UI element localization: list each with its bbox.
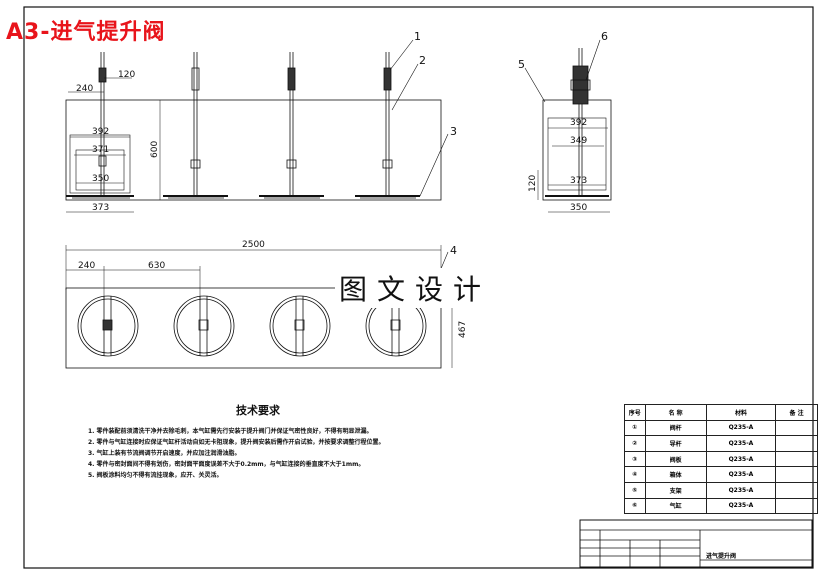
side-view <box>537 48 612 213</box>
table-cell: Q235-A <box>705 466 777 483</box>
dim-front-240: 240 <box>76 84 93 94</box>
poppet-assembly-1 <box>66 52 134 199</box>
balloon-5: 5 <box>518 58 525 71</box>
table-cell <box>775 481 818 499</box>
balloon-4: 4 <box>450 244 457 257</box>
poppet-assembly-3 <box>259 52 324 199</box>
balloon-2: 2 <box>419 54 426 67</box>
plan-port-2 <box>173 295 235 357</box>
dim-front-392: 392 <box>92 127 109 137</box>
table-cell <box>775 435 818 452</box>
side-cylinder <box>572 65 589 105</box>
header-cell: 序号 <box>624 404 646 421</box>
plan-housing <box>65 287 442 369</box>
header-cell: 名 称 <box>644 404 707 421</box>
table-row: ⑥ 气缸 Q235-A <box>624 497 818 515</box>
dim-side-392: 392 <box>570 118 587 128</box>
dim-plan-630: 630 <box>148 261 165 271</box>
drawing-border <box>23 6 814 569</box>
table-row: ⑤ 支架 Q235-A <box>624 481 818 499</box>
dim-front-600: 600 <box>150 141 160 158</box>
front-view <box>65 52 442 213</box>
poppet-assembly-2 <box>163 52 228 199</box>
table-cell: 导杆 <box>644 435 707 452</box>
parts-table: 序号 名 称 材料 备 注 ① 阀杆 Q235-A ② 导杆 Q235-A ③ … <box>624 404 818 515</box>
table-cell: ⑤ <box>624 481 646 499</box>
table-cell: ③ <box>624 450 646 468</box>
balloon-1: 1 <box>414 30 421 43</box>
dim-front-373: 373 <box>92 203 109 213</box>
table-cell: ④ <box>624 466 646 483</box>
notes-heading: 技术要求 <box>236 404 280 417</box>
parts-header-row: 序号 名 称 材料 备 注 <box>624 404 818 421</box>
table-cell: Q235-A <box>705 419 777 437</box>
title-block-drawing-name: 进气提升阀 <box>706 553 737 560</box>
dim-plan-467: 467 <box>458 321 468 338</box>
note-line: 2. 零件与气缸连接时应保证气缸杆活动自如无卡阻现象，提升阀安装后需作开启试验，… <box>88 439 385 446</box>
poppet-assembly-4 <box>355 52 420 199</box>
drawing-title: A3-进气提升阀 <box>6 20 166 45</box>
table-row: ④ 箱体 Q235-A <box>624 466 818 483</box>
table-cell <box>775 450 818 468</box>
table-cell: Q235-A <box>705 450 777 468</box>
dim-plan-240: 240 <box>78 261 95 271</box>
plan-port-1 <box>77 295 139 357</box>
balloon-3: 3 <box>450 125 457 138</box>
table-cell: 阀板 <box>644 450 707 468</box>
header-cell: 材料 <box>705 404 777 421</box>
table-row: ② 导杆 Q235-A <box>624 435 818 452</box>
note-line: 4. 零件与密封面间不得有划伤，密封面平面度误差不大于0.2mm，与气缸连接的垂… <box>88 461 365 468</box>
header-cell: 备 注 <box>775 404 818 421</box>
dimension-texts: 240 120 600 392 371 350 373 392 349 120 … <box>76 70 587 338</box>
plan-port-3 <box>269 295 331 357</box>
table-cell: ① <box>624 419 646 437</box>
note-line: 5. 阀板涂料均匀不得有流挂现象，应开、关灵活。 <box>88 472 223 479</box>
dim-front-120: 120 <box>118 70 135 80</box>
table-cell: 气缸 <box>644 497 707 515</box>
dim-side-349: 349 <box>570 136 587 146</box>
table-cell <box>775 497 818 515</box>
dim-side-120: 120 <box>528 175 538 192</box>
dim-side-373: 373 <box>570 176 587 186</box>
table-cell: ⑥ <box>624 497 646 515</box>
technical-requirements: 技术要求 1. 零件装配前须清洗干净并去除毛刺，本气缸需先行安装于提升阀门并保证… <box>88 402 508 481</box>
table-row: ③ 阀板 Q235-A <box>624 450 818 468</box>
table-row: ① 阀杆 Q235-A <box>624 419 818 437</box>
dim-front-350: 350 <box>92 174 109 184</box>
balloon-6: 6 <box>601 30 608 43</box>
table-cell: 支架 <box>644 481 707 499</box>
front-dimension-lines <box>66 77 161 213</box>
dim-side-350: 350 <box>570 203 587 213</box>
table-cell: 箱体 <box>644 466 707 483</box>
table-cell: Q235-A <box>705 481 777 499</box>
watermark: 图文设计 <box>335 268 496 308</box>
balloon-labels: 1 2 3 4 5 6 <box>414 30 608 257</box>
title-block <box>579 519 813 568</box>
dim-front-371: 371 <box>92 145 109 155</box>
table-cell: 阀杆 <box>644 419 707 437</box>
leader-lines <box>389 39 601 291</box>
table-cell <box>775 419 818 437</box>
table-cell: ② <box>624 435 646 452</box>
table-cell <box>775 466 818 483</box>
dim-plan-2500: 2500 <box>242 240 265 250</box>
note-line: 3. 气缸上装有节流阀调节开启速度，并应加注润滑油脂。 <box>88 450 241 457</box>
note-line: 1. 零件装配前须清洗干净并去除毛刺，本气缸需先行安装于提升阀门并保证气密性良好… <box>88 428 373 435</box>
table-cell: Q235-A <box>705 435 777 452</box>
table-cell: Q235-A <box>705 497 777 515</box>
